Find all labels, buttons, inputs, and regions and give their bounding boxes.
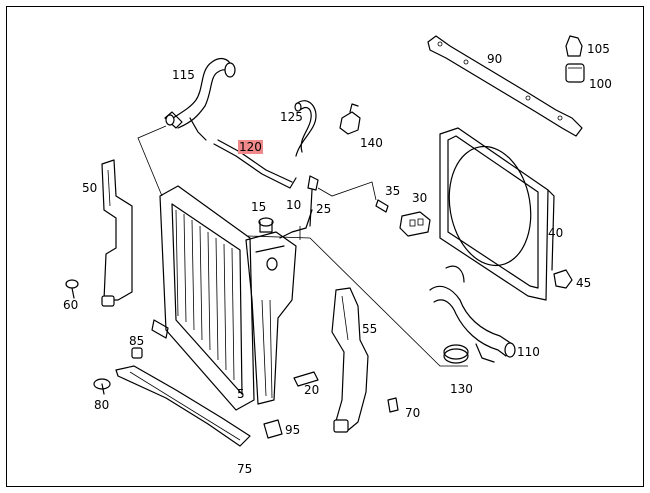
callout-35[interactable]: 35 xyxy=(385,184,401,198)
clip-45[interactable] xyxy=(553,269,573,289)
clamp-130[interactable] xyxy=(443,344,469,364)
callout-85[interactable]: 85 xyxy=(129,334,145,348)
sensor-30[interactable] xyxy=(399,211,431,237)
callout-55[interactable]: 55 xyxy=(362,322,378,336)
screw-60[interactable] xyxy=(65,279,79,299)
hose-120[interactable] xyxy=(213,139,297,189)
callout-80[interactable]: 80 xyxy=(94,398,110,412)
callout-110[interactable]: 110 xyxy=(517,345,540,359)
callout-45[interactable]: 45 xyxy=(576,276,592,290)
radiator-5[interactable] xyxy=(151,185,255,411)
fan-bracket-90[interactable] xyxy=(427,35,583,137)
air-guide-55[interactable] xyxy=(331,287,369,433)
seal-75[interactable] xyxy=(115,365,251,447)
callout-115[interactable]: 115 xyxy=(172,68,195,82)
sensor-25[interactable] xyxy=(307,175,319,227)
callout-10[interactable]: 10 xyxy=(286,198,302,212)
callout-60[interactable]: 60 xyxy=(63,298,79,312)
drain-plug-20[interactable] xyxy=(293,371,319,387)
expansion-tank[interactable] xyxy=(245,231,297,405)
callout-15[interactable]: 15 xyxy=(251,200,267,214)
hose-125[interactable] xyxy=(294,100,317,157)
callout-120[interactable]: 120 xyxy=(238,140,263,154)
callout-70[interactable]: 70 xyxy=(405,406,421,420)
callout-95[interactable]: 95 xyxy=(285,423,301,437)
callout-25[interactable]: 25 xyxy=(316,202,332,216)
callout-130[interactable]: 130 xyxy=(450,382,473,396)
callout-90[interactable]: 90 xyxy=(487,52,503,66)
mount-95[interactable] xyxy=(263,419,283,439)
callout-125[interactable]: 125 xyxy=(280,110,303,124)
rubber-mount-100[interactable] xyxy=(565,63,585,83)
callout-75[interactable]: 75 xyxy=(237,462,253,476)
diagram-frame xyxy=(6,6,644,487)
callout-50[interactable]: 50 xyxy=(82,181,98,195)
air-guide-50[interactable] xyxy=(101,159,133,307)
callout-5[interactable]: 5 xyxy=(237,387,245,401)
clip-105[interactable] xyxy=(565,35,583,57)
lower-hose-110[interactable] xyxy=(429,265,516,363)
upper-hose-115[interactable] xyxy=(164,57,236,141)
hose-10[interactable] xyxy=(279,209,313,239)
fan-shroud-40[interactable] xyxy=(439,127,555,301)
callout-140[interactable]: 140 xyxy=(360,136,383,150)
callout-105[interactable]: 105 xyxy=(587,42,610,56)
callout-40[interactable]: 40 xyxy=(548,226,564,240)
callout-30[interactable]: 30 xyxy=(412,191,428,205)
callout-100[interactable]: 100 xyxy=(589,77,612,91)
bolt-80[interactable] xyxy=(93,378,111,395)
clip-85[interactable] xyxy=(131,347,143,359)
callout-20[interactable]: 20 xyxy=(304,383,320,397)
clip-70[interactable] xyxy=(387,397,399,413)
leader-lines xyxy=(137,125,468,367)
clip-140[interactable] xyxy=(339,103,361,135)
screw-35[interactable] xyxy=(375,199,389,213)
cap-15[interactable] xyxy=(258,217,274,233)
